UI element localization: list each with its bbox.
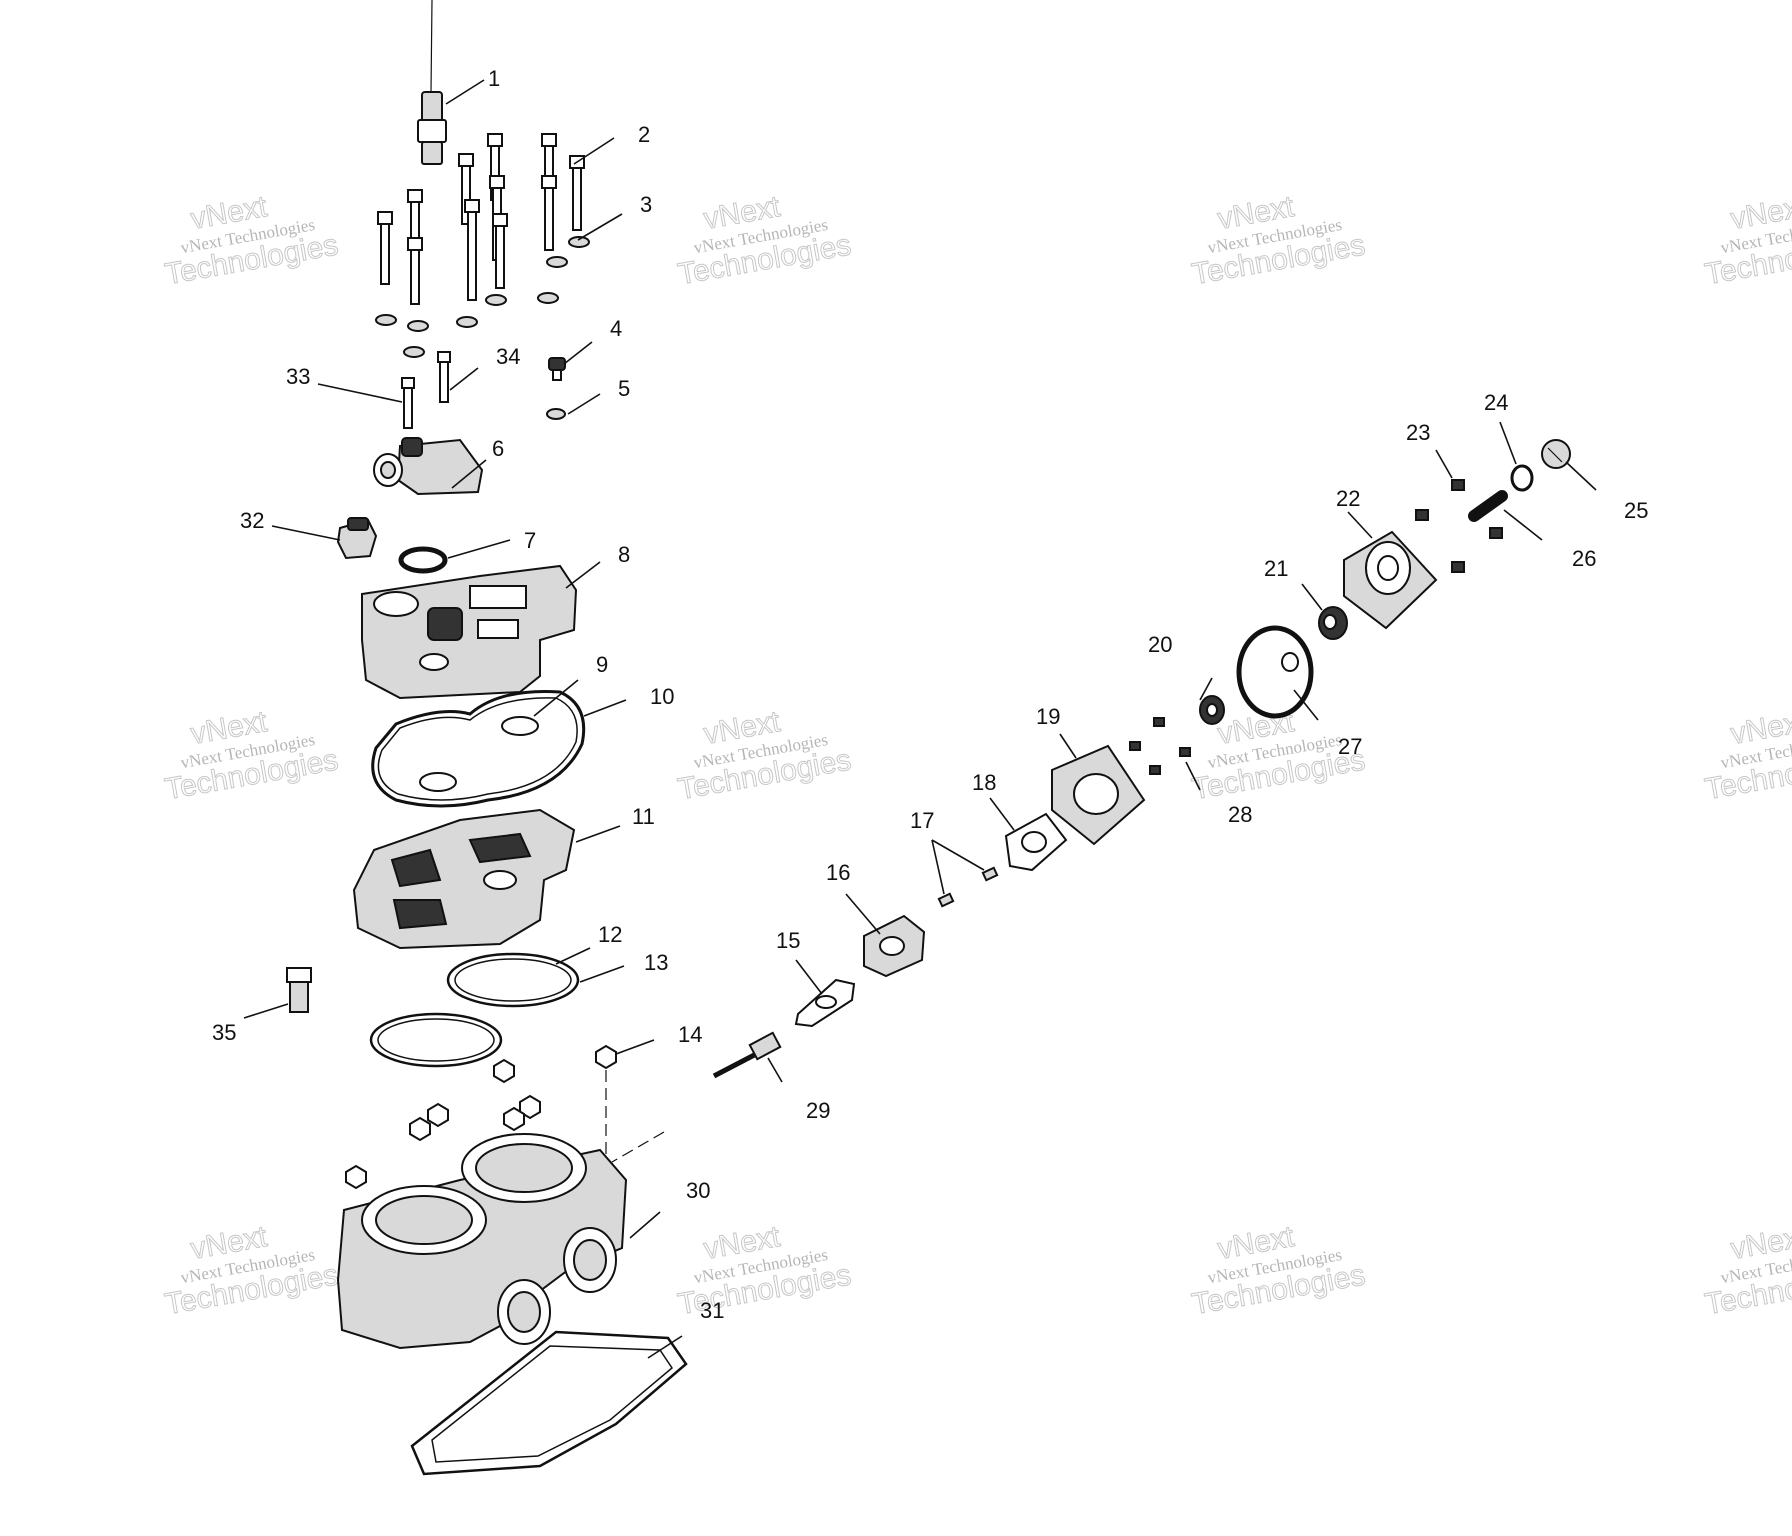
callout-30: 30 bbox=[686, 1178, 710, 1203]
callout-1: 1 bbox=[488, 66, 500, 91]
callout-14: 14 bbox=[678, 1022, 702, 1047]
part-22-housing bbox=[1343, 530, 1438, 630]
callout-11: 11 bbox=[632, 804, 655, 829]
part-31-base-gasket bbox=[410, 1330, 688, 1476]
callout-10: 10 bbox=[650, 684, 674, 709]
part-2-head-bolts bbox=[377, 133, 585, 305]
leader-lines bbox=[243, 79, 1597, 1359]
callout-32: 32 bbox=[240, 508, 264, 533]
callout-7: 7 bbox=[524, 528, 536, 553]
bolt bbox=[487, 133, 503, 201]
callout-9: 9 bbox=[596, 652, 608, 677]
callout-19: 19 bbox=[1036, 704, 1060, 729]
part-33-bolt bbox=[401, 377, 415, 429]
watermark: vNext vNext Technologies Technologies bbox=[675, 705, 854, 807]
callout-35: 35 bbox=[212, 1020, 236, 1045]
callout-4: 4 bbox=[610, 316, 622, 341]
part-11-cylinder-head bbox=[352, 808, 576, 950]
callout-5: 5 bbox=[618, 376, 630, 401]
part-34-bolt bbox=[437, 351, 451, 403]
watermark: vNext vNext Technologies Technologies bbox=[162, 190, 341, 292]
callout-6: 6 bbox=[492, 436, 504, 461]
callout-2: 2 bbox=[638, 122, 650, 147]
watermark: vNext vNext Technologies Technologies bbox=[1189, 190, 1368, 292]
watermark: vNext vNext Technologies Technologies bbox=[1189, 1220, 1368, 1322]
part-24-o-ring bbox=[1510, 464, 1534, 492]
callout-8: 8 bbox=[618, 542, 630, 567]
part-25-cap bbox=[1541, 439, 1571, 469]
part-35-fitting bbox=[286, 967, 312, 1013]
callout-15: 15 bbox=[776, 928, 800, 953]
part-28-screws bbox=[1129, 717, 1191, 775]
part-5-washer bbox=[546, 408, 566, 420]
callout-31: 31 bbox=[700, 1298, 724, 1323]
part-18-gasket bbox=[1004, 812, 1068, 872]
callout-labels: 1 2 3 4 5 6 7 8 9 10 11 12 13 14 15 16 1… bbox=[212, 66, 1648, 1323]
callout-34: 34 bbox=[496, 344, 520, 369]
watermark: vNext vNext Technologies Technologies bbox=[162, 1220, 341, 1322]
bolt bbox=[569, 155, 585, 231]
part-1-temp-sensor bbox=[417, 0, 447, 165]
part-7-o-ring bbox=[398, 546, 448, 574]
part-6-thermostat-housing bbox=[373, 437, 484, 496]
part-29-pin bbox=[712, 1031, 782, 1079]
callout-18: 18 bbox=[972, 770, 996, 795]
part-17-screws bbox=[937, 866, 999, 908]
callout-25: 25 bbox=[1624, 498, 1648, 523]
callout-20: 20 bbox=[1148, 632, 1172, 657]
callout-24: 24 bbox=[1484, 390, 1508, 415]
part-26-shaft bbox=[1468, 490, 1508, 522]
watermark: vNext vNext Technologies Technologies bbox=[162, 705, 341, 807]
part-15-gasket bbox=[794, 978, 856, 1028]
part-12-o-ring bbox=[369, 1012, 503, 1068]
part-27-o-ring bbox=[1236, 625, 1314, 719]
bolt bbox=[541, 133, 557, 201]
part-21-impeller bbox=[1318, 606, 1348, 640]
watermark: vNext vNext Technologies Technologies bbox=[1702, 190, 1792, 292]
callout-33: 33 bbox=[286, 364, 310, 389]
callout-28: 28 bbox=[1228, 802, 1252, 827]
part-14-nuts bbox=[345, 1044, 617, 1190]
watermark: vNext vNext Technologies Technologies bbox=[1702, 1220, 1792, 1322]
watermarks: vNext vNext Technologies Technologies vN… bbox=[162, 190, 1792, 1322]
bolt bbox=[377, 211, 393, 285]
part-9-o-ring bbox=[419, 716, 539, 792]
part-8-cylinder-head-cover bbox=[361, 564, 578, 700]
part-19-pump-cover bbox=[1051, 744, 1146, 846]
part-16-pump-body bbox=[863, 914, 926, 978]
callout-16: 16 bbox=[826, 860, 850, 885]
bolt bbox=[458, 153, 474, 225]
part-10-head-gasket bbox=[371, 690, 586, 808]
callout-29: 29 bbox=[806, 1098, 830, 1123]
callout-27: 27 bbox=[1338, 734, 1362, 759]
callout-3: 3 bbox=[640, 192, 652, 217]
watermark: vNext vNext Technologies Technologies bbox=[675, 190, 854, 292]
part-20-seal bbox=[1199, 695, 1225, 725]
part-4-bleeder-screw bbox=[548, 357, 566, 381]
callout-23: 23 bbox=[1406, 420, 1430, 445]
watermark: vNext vNext Technologies Technologies bbox=[1702, 705, 1792, 807]
bolt bbox=[541, 175, 557, 251]
callout-22: 22 bbox=[1336, 486, 1360, 511]
callout-13: 13 bbox=[644, 950, 668, 975]
bolt bbox=[407, 237, 423, 305]
part-30-cylinder-block bbox=[336, 1133, 628, 1350]
stud-lines bbox=[605, 1070, 665, 1163]
callout-17: 17 bbox=[910, 808, 934, 833]
watermark: vNext vNext Technologies Technologies bbox=[675, 1220, 854, 1322]
callout-12: 12 bbox=[598, 922, 622, 947]
part-23-screws bbox=[1415, 479, 1503, 573]
part-32-thermostat bbox=[336, 517, 378, 560]
bolt bbox=[464, 199, 480, 301]
callout-21: 21 bbox=[1264, 556, 1288, 581]
bolt bbox=[492, 213, 508, 289]
part-13-o-ring bbox=[446, 952, 580, 1008]
part-3-washers bbox=[375, 236, 590, 358]
callout-26: 26 bbox=[1572, 546, 1596, 571]
